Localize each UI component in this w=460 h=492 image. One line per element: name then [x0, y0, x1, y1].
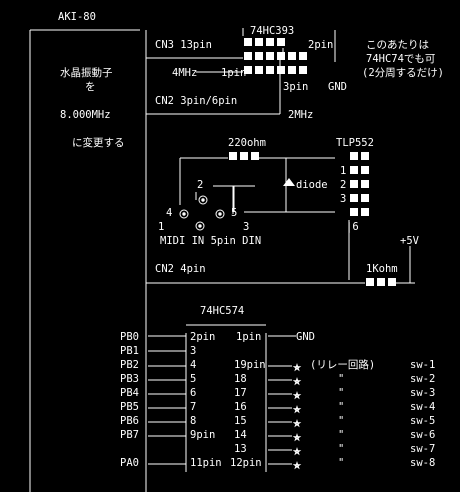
star-icon: ☆: [294, 404, 300, 415]
latch-left-pin: 2pin: [190, 331, 215, 343]
note-right-line1: このあたりは: [366, 39, 429, 51]
optocoupler-body: [350, 152, 369, 216]
resistor-1k-body: [366, 278, 396, 286]
din-pin-4: 4: [166, 207, 172, 219]
latch-left-pin: 11pin: [190, 457, 222, 469]
latch-right-pin: 14: [234, 429, 247, 441]
din-pin-5: 5: [231, 207, 237, 219]
opto-pin-1: 1: [340, 165, 346, 177]
relay-star-icons: ☆ ☆ ☆ ☆ ☆ ☆ ☆ ☆: [294, 362, 301, 472]
latch-right-pin: 1pin: [236, 331, 261, 343]
latch-rows: PB0 2pin 1pin GND PB1 3 PB2 4 19pin (リレー…: [120, 331, 435, 469]
gnd-out: GND: [296, 331, 315, 343]
ditto-mark: ": [338, 429, 344, 441]
latch-right-pin: 17: [234, 387, 247, 399]
sw-label: sw-6: [410, 429, 435, 441]
star-icon: ☆: [294, 418, 300, 429]
pin-3-label: 3pin: [283, 81, 308, 93]
port-label: PB2: [120, 359, 139, 371]
din-pin-1: 1: [158, 221, 164, 233]
resistor-220-label: 220ohm: [228, 137, 266, 149]
opto-pin-6: |6: [346, 221, 359, 233]
note-left-line2: を: [85, 81, 96, 93]
latch-left-pin: 4: [190, 359, 196, 371]
sw-label: sw-3: [410, 387, 435, 399]
note-left-line3: 8.000MHz: [60, 109, 111, 121]
opto-pin-3: 3: [340, 193, 346, 205]
optocoupler-label: TLP552: [336, 137, 374, 149]
star-icon: ☆: [294, 362, 300, 373]
ditto-mark: ": [338, 415, 344, 427]
board-title: AKI-80: [58, 11, 96, 23]
sw-label: sw-7: [410, 443, 435, 455]
cn2-36-label: CN2 3pin/6pin: [155, 95, 237, 107]
ic-74hc574-label: 74HC574: [200, 305, 244, 317]
latch-right-pin: 13: [234, 443, 247, 455]
ditto-mark: ": [338, 373, 344, 385]
latch-right-pin: 16: [234, 401, 247, 413]
port-label: PB0: [120, 331, 139, 343]
cn3-label: CN3 13pin: [155, 39, 212, 51]
din-pin-2: 2: [197, 179, 203, 191]
ic-74hc393-body: [244, 38, 307, 74]
diode-label: diode: [296, 179, 328, 191]
latch-right-pin: 19pin: [234, 359, 266, 371]
pin-1-label: 1pin: [221, 67, 246, 79]
sw-label: sw-8: [410, 457, 435, 469]
star-icon: ☆: [294, 390, 300, 401]
din-label: MIDI IN 5pin DIN: [160, 235, 261, 247]
sw-label: sw-5: [410, 415, 435, 427]
note-right-line3: (2分周するだけ): [362, 67, 444, 79]
din-pins: [179, 195, 225, 231]
note-left-line4: に変更する: [72, 136, 125, 149]
ditto-mark: ": [338, 387, 344, 399]
diode-icon: [283, 178, 295, 186]
port-label: PB1: [120, 345, 139, 357]
freq-4mhz: 4MHz: [172, 67, 197, 79]
latch-left-pin: 9pin: [190, 429, 215, 441]
note-right-line2: 74HC74でも可: [366, 53, 435, 65]
cn2-4-label: CN2 4pin: [155, 263, 206, 275]
ditto-mark: ": [338, 457, 344, 469]
star-icon: ☆: [294, 446, 300, 457]
port-label: PA0: [120, 457, 139, 469]
port-label: PB4: [120, 387, 139, 399]
latch-left-pin: 6: [190, 387, 196, 399]
latch-right-pin: 12pin: [230, 457, 262, 469]
port-label: PB3: [120, 373, 139, 385]
star-icon: ☆: [294, 460, 300, 471]
port-label: PB7: [120, 429, 139, 441]
wires: [29, 28, 415, 492]
opto-pin-2: 2: [340, 179, 346, 191]
resistor-220-body: [229, 152, 259, 160]
latch-left-pin: 3: [190, 345, 196, 357]
gnd-label: GND: [328, 81, 347, 93]
sw-label: sw-4: [410, 401, 435, 413]
latch-left-pin: 7: [190, 401, 196, 413]
latch-right-pin: 15: [234, 415, 247, 427]
star-icon: ☆: [294, 376, 300, 387]
ditto-mark: ": [338, 443, 344, 455]
port-label: PB5: [120, 401, 139, 413]
star-icon: ☆: [294, 432, 300, 443]
relay-note: (リレー回路): [310, 358, 375, 371]
note-left-line1: 水晶振動子: [60, 66, 113, 79]
ic-74hc393-label: 74HC393: [250, 25, 294, 37]
freq-2mhz: 2MHz: [288, 109, 313, 121]
resistor-1k-label: 1Kohm: [366, 263, 398, 275]
ditto-mark: ": [338, 401, 344, 413]
latch-right-pin: 18: [234, 373, 247, 385]
din-pin-3: 3: [243, 221, 249, 233]
sw-label: sw-1: [410, 359, 435, 371]
sw-label: sw-2: [410, 373, 435, 385]
port-label: PB6: [120, 415, 139, 427]
latch-left-pin: 8: [190, 415, 196, 427]
pin-2-label: 2pin: [308, 39, 333, 51]
latch-left-pin: 5: [190, 373, 196, 385]
vplus-label: +5V: [400, 235, 420, 247]
